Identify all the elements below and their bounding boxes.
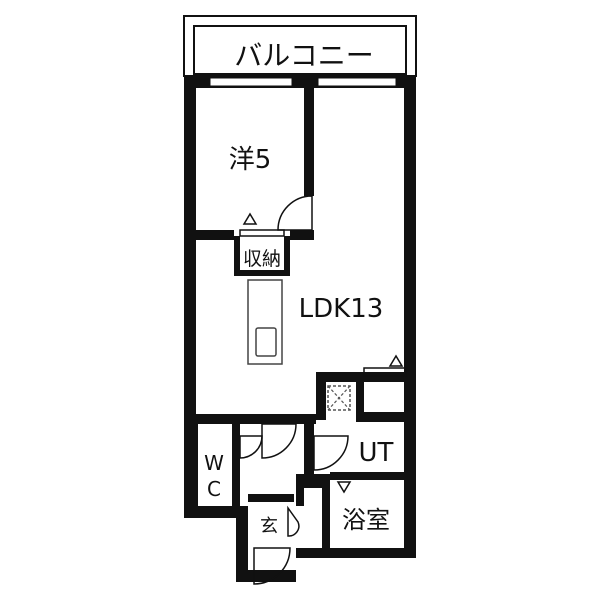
toilet-label-w: W — [204, 451, 224, 475]
storage-door — [239, 212, 285, 237]
balcony-label: バルコニー — [234, 39, 373, 72]
interior-walls — [190, 88, 406, 556]
hall-door — [261, 423, 297, 459]
toilet-door — [239, 435, 263, 459]
storage-label: 収納 — [243, 248, 281, 270]
western-room-label: 洋5 — [229, 145, 272, 175]
washer-space — [363, 354, 407, 377]
western-room-door — [277, 195, 313, 231]
toilet-label-c: C — [207, 477, 221, 501]
kitchen-counter — [247, 279, 283, 365]
bath-door — [336, 481, 352, 494]
refrigerator-space — [327, 385, 351, 411]
top-windows — [209, 77, 397, 87]
utility-label: UT — [359, 438, 394, 468]
entrance-door — [253, 505, 300, 585]
entrance-label: 玄 — [260, 516, 278, 537]
balcony: バルコニー — [183, 15, 417, 77]
ldk-label: LDK13 — [299, 294, 384, 324]
utility-door — [313, 435, 349, 471]
bathroom-label: 浴室 — [342, 506, 390, 534]
